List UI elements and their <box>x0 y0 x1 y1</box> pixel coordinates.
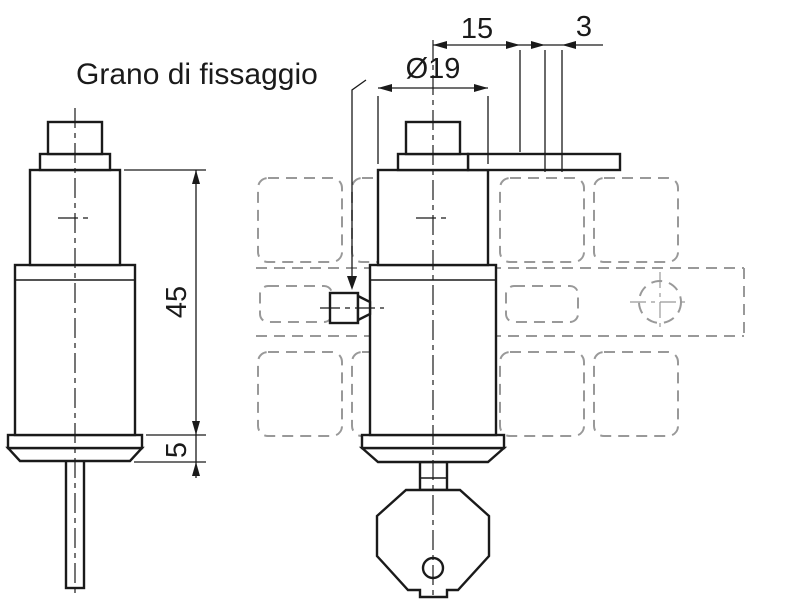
profile-bore <box>630 272 690 332</box>
front-view <box>328 120 622 599</box>
dimension-left: 45 5 <box>124 169 206 478</box>
diameter-label: Ø19 <box>406 53 461 85</box>
dimension-top: 15 3 <box>433 11 603 172</box>
flange-height-label: 5 <box>161 442 193 458</box>
dimension-diameter: Ø19 <box>377 53 489 164</box>
offset-label: 15 <box>461 13 493 45</box>
body-height-label: 45 <box>161 286 193 318</box>
wall-label: 3 <box>576 11 592 43</box>
callout-grub-screw: Grano di fissaggio <box>76 58 367 290</box>
centerlines <box>58 40 450 597</box>
callout-label: Grano di fissaggio <box>76 58 318 91</box>
mounting-plate <box>466 152 622 172</box>
